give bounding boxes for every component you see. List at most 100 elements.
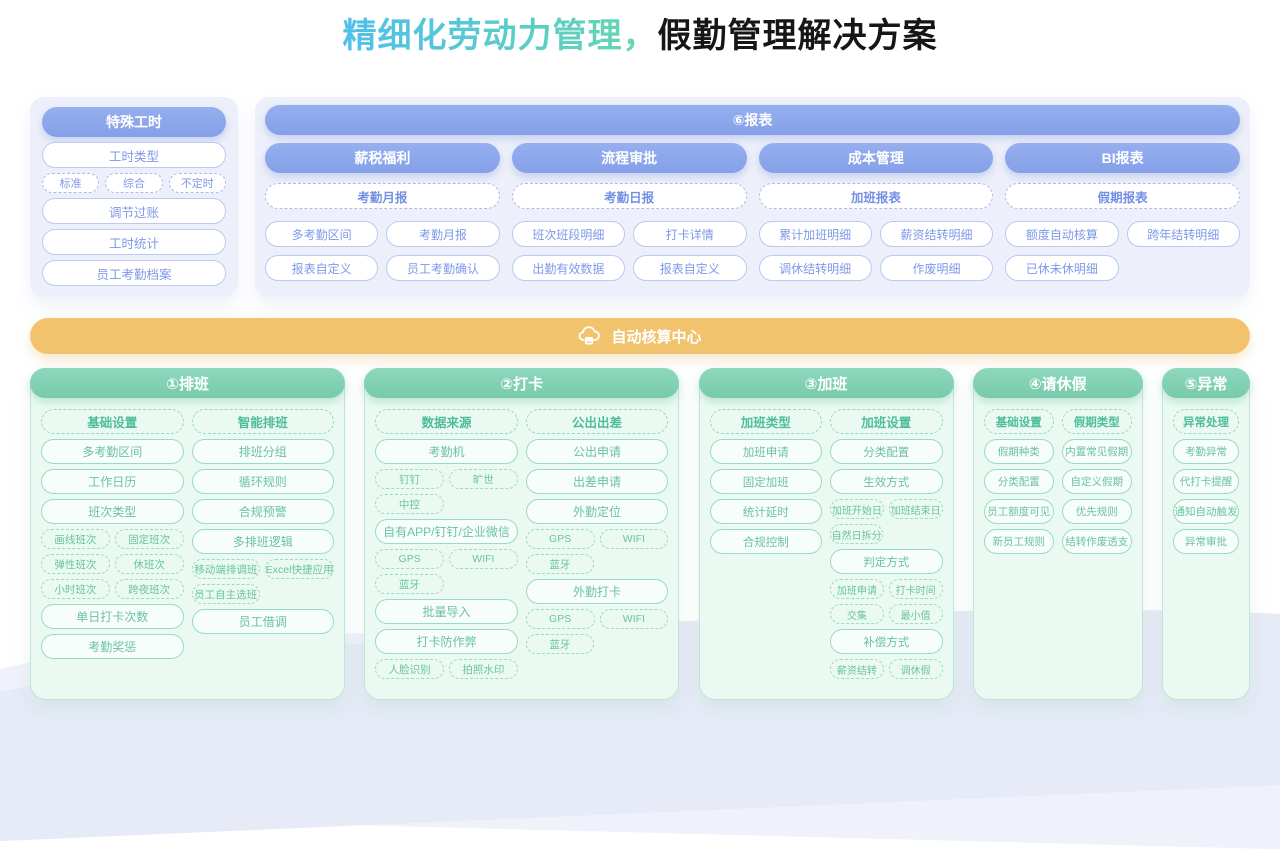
report-item: 额度自动核算: [1005, 221, 1119, 247]
feature-pill: 合规预警: [191, 499, 334, 524]
column-subheader: 加班类型: [709, 409, 822, 434]
feature-tag-row: 小时班次跨夜班次: [41, 579, 184, 599]
feature-pill: 分类配置: [830, 439, 943, 464]
column-subheader: 基础设置: [41, 409, 184, 434]
report-item: 累计加班明细: [758, 221, 872, 247]
feature-tag-row: 加班开始日加班结束日: [830, 499, 943, 519]
feature-pill: 加班申请: [709, 439, 822, 464]
feature-tag: WIFI: [449, 549, 518, 569]
panel-scheduling-body: 基础设置多考勤区间工作日历班次类型画线班次固定班次弹性班次休班次小时班次跨夜班次…: [41, 409, 334, 691]
panel-leave-request-header: ④请休假: [972, 368, 1143, 398]
feature-pill: 排班分组: [191, 439, 334, 464]
feature-tag-row: 员工自主选班: [191, 584, 335, 604]
feature-tag: 员工自主选班: [191, 584, 260, 604]
feature-pill: 员工额度可见: [983, 499, 1054, 524]
feature-pill: 考勤异常: [1173, 439, 1239, 464]
feature-pill: 出差申请: [525, 469, 669, 494]
feature-tag-row: 蓝牙: [525, 634, 669, 654]
report-column-header: 流程审批: [511, 143, 747, 173]
feature-tag: 旷世: [449, 469, 518, 489]
column-subheader: 数据来源: [375, 409, 518, 434]
panel-column: 假期类型内置常见假期自定义假期优先规则结转作废透支: [1061, 409, 1132, 691]
feature-tag-row: 蓝牙: [375, 574, 518, 594]
feature-pill: 考勤机: [375, 439, 518, 464]
feature-tag: WIFI: [599, 609, 669, 629]
feature-tag: 调休假: [888, 659, 943, 679]
feature-pill: 自有APP/钉钉/企业微信: [375, 519, 518, 544]
panel-abnormal-header: ⑤异常: [1162, 368, 1250, 398]
special-tag: 标准: [42, 173, 100, 193]
special-tag: 综合: [105, 173, 163, 193]
feature-tag: GPS: [525, 529, 595, 549]
report-item: 员工考勤确认: [386, 255, 500, 281]
report-column-header: 成本管理: [758, 143, 994, 173]
panel-column: 基础设置假期种类分类配置员工额度可见新员工规则: [983, 409, 1054, 691]
feature-pill: 多考勤区间: [41, 439, 184, 464]
report-item: 打卡详情: [633, 221, 747, 247]
feature-tag: WIFI: [599, 529, 669, 549]
feature-pill: 批量导入: [375, 599, 518, 624]
feature-tag: GPS: [525, 609, 595, 629]
feature-tag: 自然日拆分: [830, 524, 884, 544]
feature-tag: 蓝牙: [375, 574, 444, 594]
feature-pill: 生效方式: [830, 469, 943, 494]
special-hours-panel: 特殊工时 工时类型标准综合不定时调节过账工时统计员工考勤档案: [30, 97, 238, 297]
feature-tag: Excel快捷应用: [265, 559, 334, 579]
feature-pill: 结转作废透支: [1061, 529, 1132, 554]
feature-tag-row: 自然日拆分: [830, 524, 943, 544]
report-item: 薪资结转明细: [879, 221, 994, 247]
panel-overtime: ③加班加班类型加班申请固定加班统计延时合规控制加班设置分类配置生效方式加班开始日…: [698, 368, 954, 700]
bottom-section: ①排班基础设置多考勤区间工作日历班次类型画线班次固定班次弹性班次休班次小时班次跨…: [30, 368, 1250, 700]
report-items-grid: 额度自动核算跨年结转明细已休未休明细: [1005, 221, 1240, 281]
feature-tag-row: 钉钉旷世: [375, 469, 518, 489]
panel-column: 异常处理考勤异常代打卡提醒通知自动触发异常审批: [1173, 409, 1239, 691]
report-item: 报表自定义: [265, 255, 379, 281]
top-section: 特殊工时 工时类型标准综合不定时调节过账工时统计员工考勤档案 ⑥报表 薪税福利考…: [30, 97, 1250, 297]
feature-tag: 小时班次: [41, 579, 110, 599]
report-column-subheader: 加班报表: [758, 183, 994, 209]
feature-pill: 单日打卡次数: [41, 604, 184, 629]
feature-pill: 分类配置: [983, 469, 1054, 494]
reports-header: ⑥报表: [265, 105, 1240, 135]
special-item: 调节过账: [42, 198, 226, 224]
feature-tag: 交集: [830, 604, 884, 624]
cloud-sync-icon: [578, 326, 602, 346]
feature-tag: 跨夜班次: [114, 579, 184, 599]
feature-tag: 加班开始日: [830, 499, 884, 519]
report-column-header: BI报表: [1005, 143, 1240, 173]
panel-scheduling-header: ①排班: [30, 368, 345, 398]
report-item: 报表自定义: [633, 255, 747, 281]
feature-tag: 人脸识别: [375, 659, 444, 679]
feature-pill: 班次类型: [41, 499, 184, 524]
report-column: 成本管理加班报表累计加班明细薪资结转明细调休结转明细作废明细: [758, 143, 994, 281]
feature-tag: 蓝牙: [525, 554, 594, 574]
feature-pill: 外勤定位: [525, 499, 669, 524]
feature-pill: 内置常见假期: [1061, 439, 1132, 464]
panel-abnormal-body: 异常处理考勤异常代打卡提醒通知自动触发异常审批: [1173, 409, 1239, 691]
special-tag-row: 标准综合不定时: [42, 173, 226, 193]
feature-tag-row: 中控: [375, 494, 518, 514]
feature-tag-row: 薪资结转调休假: [830, 659, 943, 679]
feature-pill: 统计延时: [709, 499, 822, 524]
report-item: 班次班段明细: [511, 221, 626, 247]
auto-calculation-center-label: 自动核算中心: [611, 328, 702, 346]
feature-pill: 公出申请: [525, 439, 669, 464]
feature-tag: 移动端排调班: [191, 559, 261, 579]
special-item: 员工考勤档案: [42, 260, 226, 286]
feature-pill: 新员工规则: [983, 529, 1054, 554]
report-column-subheader: 假期报表: [1005, 183, 1240, 209]
special-item: 工时统计: [42, 229, 226, 255]
feature-tag: 中控: [375, 494, 444, 514]
panel-scheduling: ①排班基础设置多考勤区间工作日历班次类型画线班次固定班次弹性班次休班次小时班次跨…: [30, 368, 345, 700]
feature-tag: 画线班次: [41, 529, 110, 549]
special-tag: 不定时: [168, 173, 226, 193]
feature-pill: 自定义假期: [1061, 469, 1132, 494]
feature-pill: 打卡防作弊: [375, 629, 518, 654]
feature-tag: 拍照水印: [449, 659, 518, 679]
special-hours-header: 特殊工时: [42, 107, 226, 137]
feature-tag: 固定班次: [114, 529, 184, 549]
panel-overtime-body: 加班类型加班申请固定加班统计延时合规控制加班设置分类配置生效方式加班开始日加班结…: [709, 409, 943, 691]
panel-abnormal: ⑤异常异常处理考勤异常代打卡提醒通知自动触发异常审批: [1162, 368, 1250, 700]
